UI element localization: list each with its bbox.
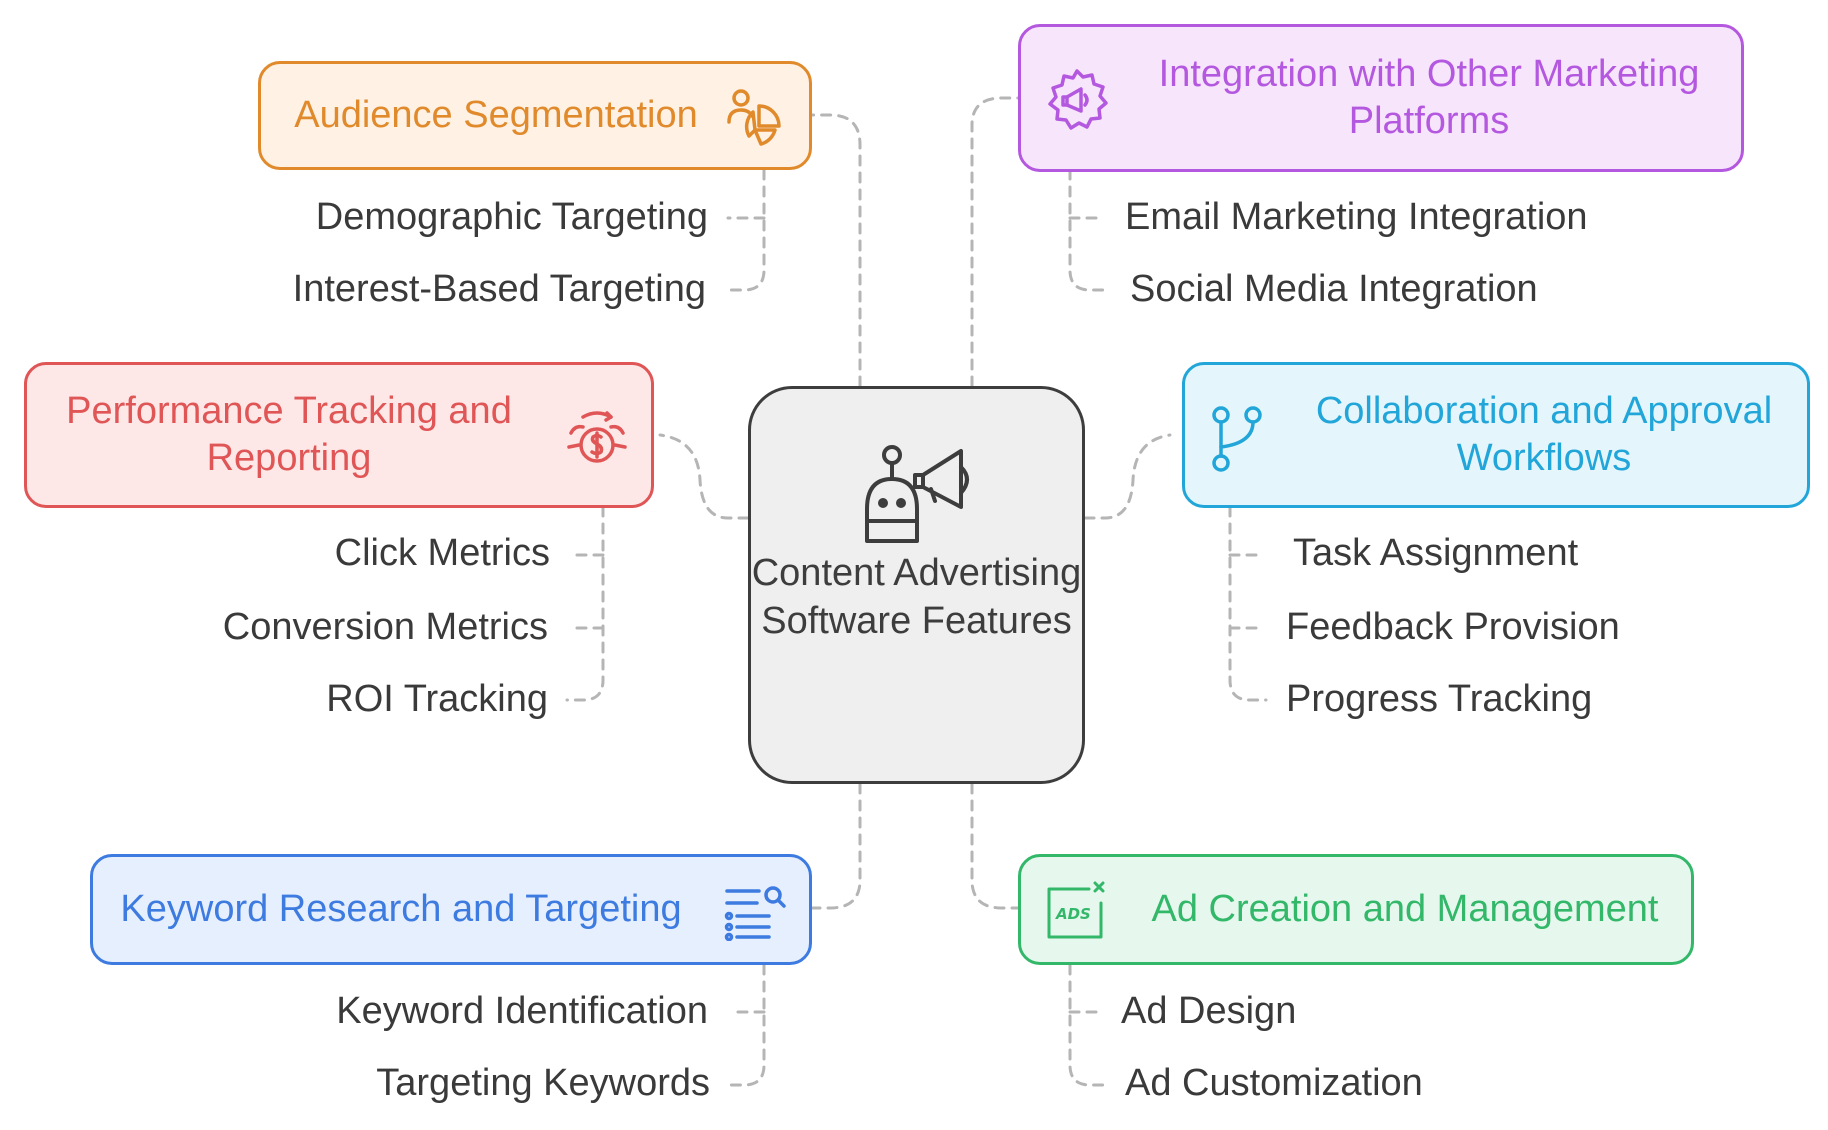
item-keyword-identification: Keyword Identification — [336, 990, 708, 1032]
connector-center-audience — [810, 113, 862, 388]
connector-center-collaboration — [1083, 433, 1172, 520]
connector-adcreation-items — [1068, 963, 1108, 1087]
center-title: Content Advertising Software Features — [751, 552, 1082, 642]
item-conversion-metrics: Conversion Metrics — [222, 606, 548, 648]
item-click-metrics: Click Metrics — [334, 532, 550, 574]
item-social-media-integration: Social Media Integration — [1130, 268, 1538, 310]
connector-collaboration-items — [1228, 505, 1268, 702]
gear-megaphone-icon — [1048, 69, 1108, 130]
svg-text:ADS: ADS — [1055, 905, 1091, 923]
branch-keyword-research: Keyword Research and Targeting — [90, 854, 812, 965]
connector-performance-items — [565, 505, 605, 702]
item-demographic-targeting: Demographic Targeting — [315, 196, 708, 238]
item-targeting-keywords: Targeting Keywords — [376, 1062, 710, 1104]
item-task-assignment: Task Assignment — [1293, 532, 1579, 574]
item-ad-customization: Ad Customization — [1125, 1062, 1423, 1104]
connector-center-performance — [658, 433, 750, 520]
branch-integration-platforms: Integration with Other Marketing Platfor… — [1018, 24, 1744, 172]
item-interest-based-targeting: Interest-Based Targeting — [292, 268, 706, 310]
connector-integration-items — [1068, 168, 1110, 292]
connector-center-keyword — [810, 782, 862, 910]
branch-performance-tracking: Performance Tracking and Reporting — [24, 362, 654, 508]
ads-icon: ADS — [1047, 881, 1105, 939]
branch-icon — [1212, 406, 1262, 472]
branch-title: Integration with Other Marketing Platfor… — [1158, 53, 1700, 142]
list-search-icon — [724, 886, 786, 941]
branch-collaboration-workflows: Collaboration and Approval Workflows — [1182, 362, 1810, 508]
branch-ad-creation: Ad Creation and Management ADS — [1018, 854, 1694, 965]
item-feedback-provision: Feedback Provision — [1286, 606, 1620, 648]
connector-center-integration — [970, 96, 1020, 388]
branch-title: Collaboration and Approval Workflows — [1315, 390, 1773, 479]
item-ad-design: Ad Design — [1121, 990, 1297, 1032]
branch-title: Performance Tracking and Reporting — [66, 390, 512, 479]
branch-title: Audience Segmentation — [294, 94, 698, 136]
item-progress-tracking: Progress Tracking — [1286, 678, 1593, 720]
branch-audience-segmentation: Audience Segmentation — [258, 61, 812, 170]
money-cycle-icon — [567, 411, 627, 463]
connector-audience-items — [724, 168, 766, 292]
connector-keyword-items — [726, 963, 766, 1087]
branch-title: Ad Creation and Management — [1151, 888, 1659, 930]
segmentation-icon — [727, 89, 781, 146]
item-roi-tracking: ROI Tracking — [326, 678, 548, 720]
item-email-marketing-integration: Email Marketing Integration — [1125, 196, 1588, 238]
branch-title: Keyword Research and Targeting — [120, 888, 682, 930]
connector-center-adcreation — [970, 782, 1020, 910]
robot-megaphone-icon — [865, 445, 969, 543]
center-node: Content Advertising Software Features — [748, 386, 1085, 784]
